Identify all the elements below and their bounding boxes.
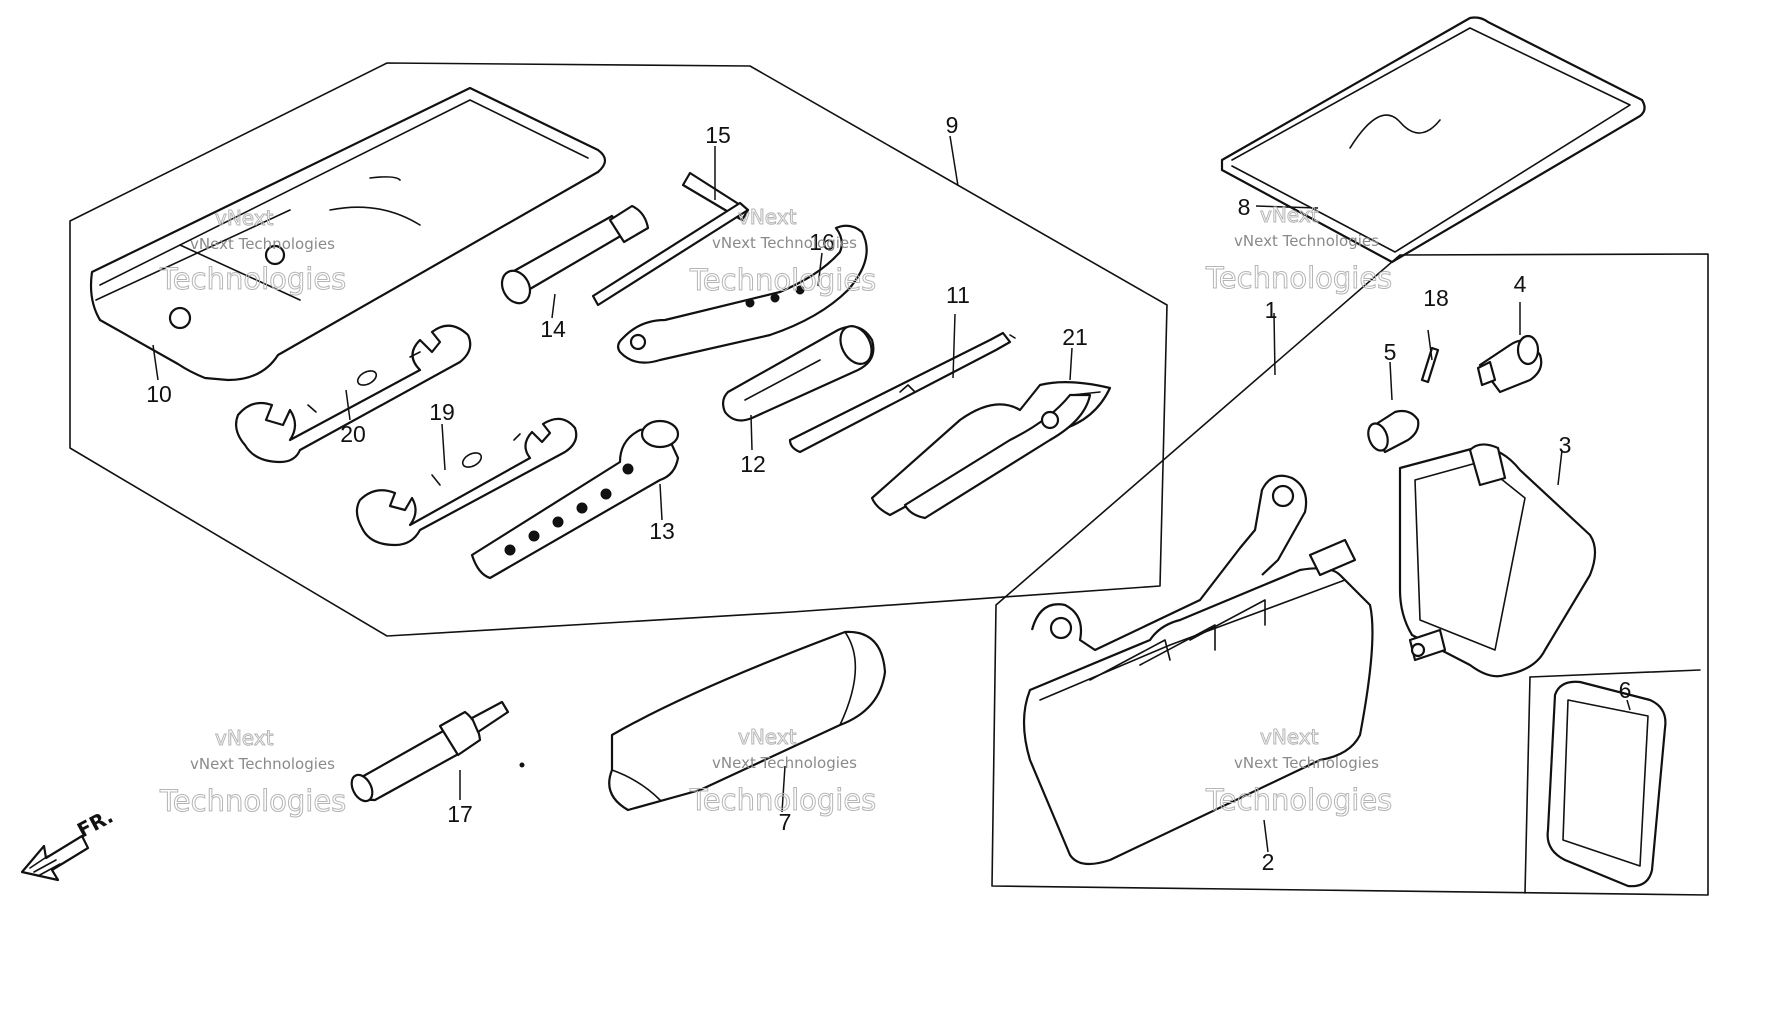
callout-6: 6: [1619, 677, 1632, 703]
pin-spanner-16: [616, 224, 868, 364]
watermark-top-right: vNext vNext Technologies Technologies: [1205, 203, 1393, 296]
front-direction-arrow-icon: FR.: [20, 804, 117, 882]
watermark-bottom-middle: vNext vNext Technologies Technologies: [689, 725, 877, 818]
manual-envelope-8: [1220, 16, 1646, 264]
svg-text:vNext: vNext: [1260, 725, 1319, 749]
callout-10: 10: [146, 381, 172, 407]
svg-text:Technologies: Technologies: [1205, 783, 1392, 817]
callout-15: 15: [705, 122, 731, 148]
open-end-wrench-20: [235, 324, 472, 464]
callout-14: 14: [540, 316, 566, 342]
callout-2: 2: [1262, 849, 1275, 875]
box-wrench-14: [500, 204, 650, 305]
watermark-bottom-left: vNext vNext Technologies Technologies: [159, 726, 347, 819]
leader-lines: [152, 135, 1631, 853]
svg-text:vNext: vNext: [215, 726, 274, 750]
svg-text:vNext Technologies: vNext Technologies: [1234, 754, 1379, 772]
tool-kit-group-outline: [69, 62, 1168, 637]
bolt-4: [1476, 334, 1543, 394]
callout-8: 8: [1238, 194, 1251, 220]
svg-text:Technologies: Technologies: [159, 784, 346, 818]
svg-text:vNext Technologies: vNext Technologies: [190, 235, 335, 253]
grommet-5: [1367, 409, 1420, 454]
svg-text:vNext: vNext: [738, 205, 797, 229]
svg-text:vNext: vNext: [1260, 203, 1319, 227]
svg-text:Technologies: Technologies: [1205, 261, 1392, 295]
svg-text:Technologies: Technologies: [689, 263, 876, 297]
svg-text:vNext Technologies: vNext Technologies: [190, 755, 335, 773]
tool-box-2: [1022, 474, 1374, 866]
offset-wrench-13: [470, 419, 680, 580]
svg-text:vNext Technologies: vNext Technologies: [712, 754, 857, 772]
svg-text:vNext: vNext: [215, 206, 274, 230]
svg-text:vNext Technologies: vNext Technologies: [712, 234, 857, 252]
callout-12: 12: [740, 451, 766, 477]
callout-9: 9: [946, 112, 959, 138]
callout-7: 7: [779, 809, 792, 835]
callout-20: 20: [340, 421, 366, 447]
svg-text:Technologies: Technologies: [689, 783, 876, 817]
callout-1: 1: [1265, 297, 1278, 323]
svg-text:vNext Technologies: vNext Technologies: [1234, 232, 1379, 250]
callout-17: 17: [447, 801, 473, 827]
extension-bar-17: [350, 700, 510, 803]
callout-5: 5: [1384, 339, 1397, 365]
rag-7: [608, 630, 887, 812]
pin-18: [1420, 346, 1440, 384]
callout-labels: 1 2 3 4 5 6 7 8 9 10 11 12 13 14 15 16 1…: [146, 112, 1631, 875]
tool-box-cover-3: [1398, 443, 1597, 678]
watermark-top-middle: vNext vNext Technologies Technologies: [689, 205, 877, 298]
svg-text:vNext: vNext: [738, 725, 797, 749]
open-end-wrench-19: [355, 417, 578, 547]
callout-18: 18: [1423, 285, 1449, 311]
gasket-6: [1546, 680, 1667, 888]
callout-21: 21: [1062, 324, 1088, 350]
callout-4: 4: [1514, 271, 1527, 297]
callout-11: 11: [946, 282, 970, 308]
callout-19: 19: [429, 399, 455, 425]
tool-box-group-outline: [991, 253, 1709, 896]
watermark-top-left: vNext vNext Technologies Technologies: [159, 206, 347, 297]
callout-3: 3: [1559, 432, 1572, 458]
pliers-21: [870, 381, 1112, 520]
screwdriver-handle-12: [721, 325, 875, 422]
tool-bag: [89, 86, 607, 382]
watermark-bottom-right: vNext vNext Technologies Technologies: [1205, 725, 1393, 818]
callout-13: 13: [649, 518, 675, 544]
callout-16: 16: [809, 229, 835, 255]
svg-text:Technologies: Technologies: [159, 262, 346, 296]
screwdriver-11: [788, 331, 1016, 454]
